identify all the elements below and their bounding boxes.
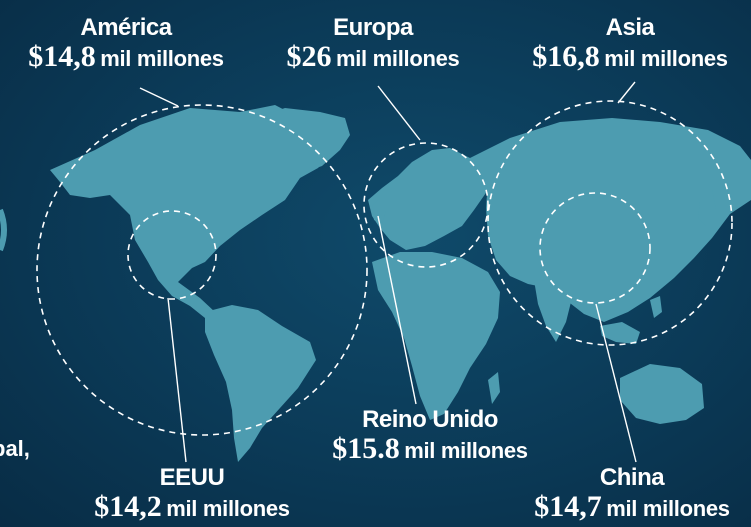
region-unit: mil millones — [404, 438, 528, 463]
eeuu-circle — [127, 210, 217, 300]
region-name: América — [80, 14, 172, 41]
region-value: $14,8 mil millones — [8, 42, 244, 72]
europa-leader-line — [377, 85, 421, 141]
southeast-asia-islands — [600, 322, 640, 344]
america-circle — [36, 104, 368, 436]
europe-landmass — [368, 148, 490, 250]
region-unit: mil millones — [166, 496, 290, 521]
uk-landmass — [372, 198, 386, 224]
south-america-landmass — [205, 305, 316, 462]
asia-circle — [487, 100, 733, 346]
label-china: China $14,7 mil millones — [514, 466, 750, 522]
africa-landmass — [372, 252, 500, 420]
america-leader-line — [139, 87, 179, 107]
north-america-landmass — [50, 105, 340, 318]
region-unit: mil millones — [604, 46, 728, 71]
partial-edge-shape — [0, 208, 7, 252]
eeuu-leader-line — [167, 297, 187, 463]
philippines-islands — [650, 296, 662, 318]
region-amount: $16,8 — [532, 40, 600, 73]
region-value: $14,7 mil millones — [514, 492, 750, 522]
region-value: $15.8 mil millones — [312, 434, 548, 464]
leader-lines — [139, 81, 637, 463]
india-landmass — [534, 280, 572, 342]
label-reino-unido: Reino Unido $15.8 mil millones — [312, 408, 548, 464]
region-name: EEUU — [159, 464, 225, 491]
europa-circle — [363, 142, 489, 268]
region-amount: $15.8 — [332, 432, 400, 465]
region-name: Asia — [605, 14, 655, 41]
region-amount: $26 — [286, 40, 332, 73]
region-value: $14,2 mil millones — [74, 492, 310, 522]
label-europa: Europa $26 mil millones — [266, 16, 480, 72]
region-name: Reino Unido — [362, 406, 498, 433]
continents — [50, 105, 751, 462]
region-amount: $14,2 — [94, 490, 162, 523]
region-unit: mil millones — [335, 46, 460, 71]
region-amount: $14,8 — [28, 40, 96, 73]
region-name: China — [599, 464, 665, 491]
region-circles — [36, 100, 733, 436]
label-asia: Asia $16,8 mil millones — [512, 16, 748, 72]
label-america: América $14,8 mil millones — [8, 16, 244, 72]
region-unit: mil millones — [100, 46, 224, 71]
region-name: Europa — [333, 14, 413, 41]
region-unit: mil millones — [606, 496, 730, 521]
china-circle — [539, 192, 651, 304]
region-value: $26 mil millones — [266, 42, 480, 72]
asia-leader-line — [617, 81, 636, 104]
china-leader-line — [595, 303, 637, 463]
region-value: $16,8 mil millones — [512, 42, 748, 72]
region-amount: $14,7 — [534, 490, 602, 523]
australia-landmass — [620, 364, 704, 424]
reino-unido-leader-line — [377, 215, 417, 405]
madagascar-landmass — [488, 372, 500, 404]
partial-edge-text: bal, — [0, 436, 30, 461]
japan-islands — [698, 190, 716, 226]
asia-landmass — [470, 118, 751, 322]
label-eeuu: EEUU $14,2 mil millones — [74, 466, 310, 522]
